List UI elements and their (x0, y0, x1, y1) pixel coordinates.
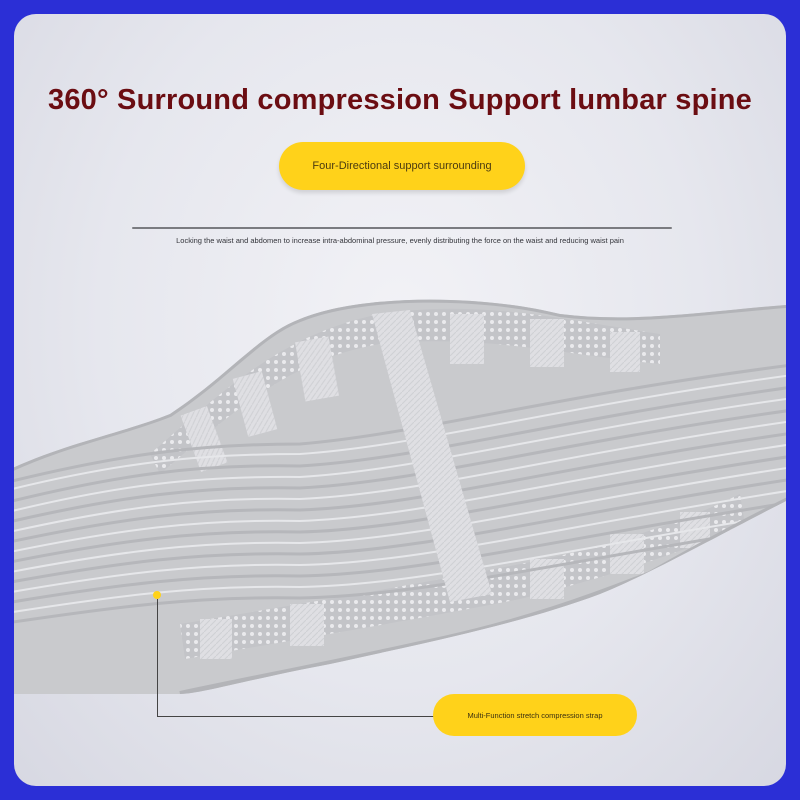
headline: 360° Surround compression Support lumbar… (47, 84, 753, 116)
top-badge-label: Four-Directional support surrounding (312, 160, 492, 172)
callout-line-vertical (157, 599, 158, 717)
product-frame: 360° Surround compression Support lumbar… (14, 14, 786, 786)
callout-dot (153, 591, 161, 599)
bottom-badge: Multi-Function stretch compression strap (433, 694, 637, 736)
callout-line-horizontal (157, 716, 437, 717)
divider (132, 227, 672, 229)
bottom-badge-label: Multi-Function stretch compression strap (467, 710, 603, 720)
lumbar-belt-image (14, 299, 786, 694)
top-badge: Four-Directional support surrounding (279, 142, 525, 190)
caption: Locking the waist and abdomen to increas… (176, 236, 624, 245)
